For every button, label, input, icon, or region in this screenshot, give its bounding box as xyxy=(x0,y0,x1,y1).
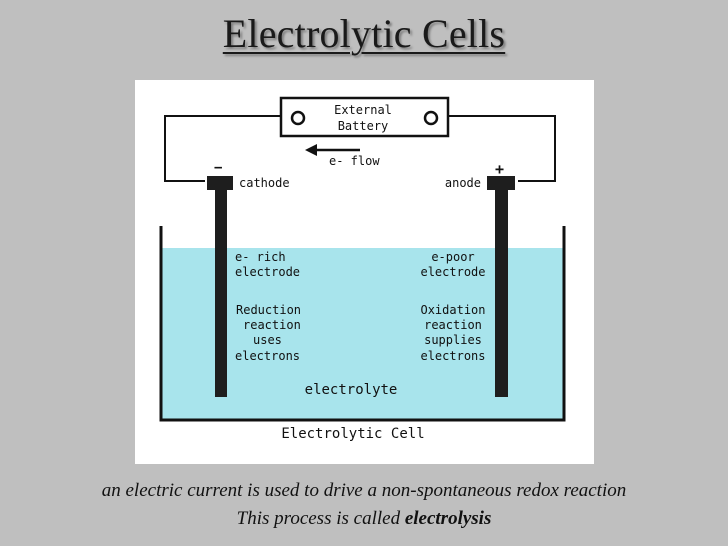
electron-flow-arrowhead xyxy=(305,144,317,156)
anode-text-line: supplies xyxy=(424,333,482,347)
external-battery xyxy=(279,96,450,138)
anode-text-line: Oxidation xyxy=(420,303,485,317)
slide-title: Electrolytic Cells xyxy=(222,11,506,56)
cathode-electrode xyxy=(215,188,227,397)
cell-label: Electrolytic Cell xyxy=(281,426,424,442)
battery-terminal-positive xyxy=(423,110,439,126)
electron-flow-label: e- flow xyxy=(329,154,380,168)
anode-sign: + xyxy=(495,160,504,178)
cathode-text-line: uses xyxy=(253,333,282,347)
battery-label-line2: Battery xyxy=(338,119,389,133)
cathode-cap xyxy=(207,176,233,190)
cell-container xyxy=(159,226,566,422)
wire-anode xyxy=(448,115,556,182)
anode-electrode xyxy=(495,188,508,397)
caption-line-1: an electric current is used to drive a n… xyxy=(101,480,627,501)
battery-terminal-negative xyxy=(290,110,306,126)
cathode-text-line: reaction xyxy=(243,318,301,332)
caption-line-2: This process is called electrolysis xyxy=(0,508,728,530)
cathode-sign: − xyxy=(214,160,222,176)
cathode-text-line: electrons xyxy=(235,349,300,363)
electrolyte-label: electrolyte xyxy=(305,382,398,398)
anode-text-line: reaction xyxy=(424,318,482,332)
diagram-svg: External Battery e- flow − cathode + ano… xyxy=(159,96,566,442)
caption-line-2-prefix: This process is called xyxy=(236,508,405,529)
electrolytic-cell-diagram: External Battery e- flow − cathode + ano… xyxy=(135,80,594,464)
cathode-text-line: electrode xyxy=(235,265,300,279)
anode-text-line: electrode xyxy=(420,265,485,279)
anode-cap xyxy=(487,176,515,190)
wire-cathode xyxy=(164,115,281,182)
cathode-label: cathode xyxy=(239,176,290,190)
cathode-text-line: e- rich xyxy=(235,250,286,264)
anode-label: anode xyxy=(445,176,481,190)
anode-text-line: e-poor xyxy=(431,250,474,264)
cathode-text-line: Reduction xyxy=(236,303,301,317)
cathode-description: e- rich electrode Reduction reaction use… xyxy=(235,250,301,363)
anode-description: e-poor electrode Oxidation reaction supp… xyxy=(420,250,485,363)
anode-text-line: electrons xyxy=(420,349,485,363)
battery-label-line1: External xyxy=(334,103,392,117)
caption-emphasis-term: electrolysis xyxy=(404,508,492,529)
